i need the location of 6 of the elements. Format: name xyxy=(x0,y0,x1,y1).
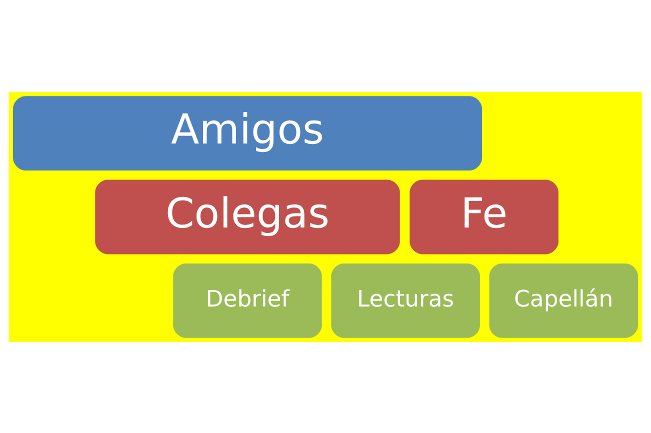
node-box: Lecturas xyxy=(331,263,480,338)
node-box: Fe xyxy=(410,179,558,254)
node-box: Amigos xyxy=(13,96,482,170)
node-box: Colegas xyxy=(95,179,400,254)
node-box: Capellán xyxy=(489,263,638,338)
node-box: Debrief xyxy=(173,263,322,338)
